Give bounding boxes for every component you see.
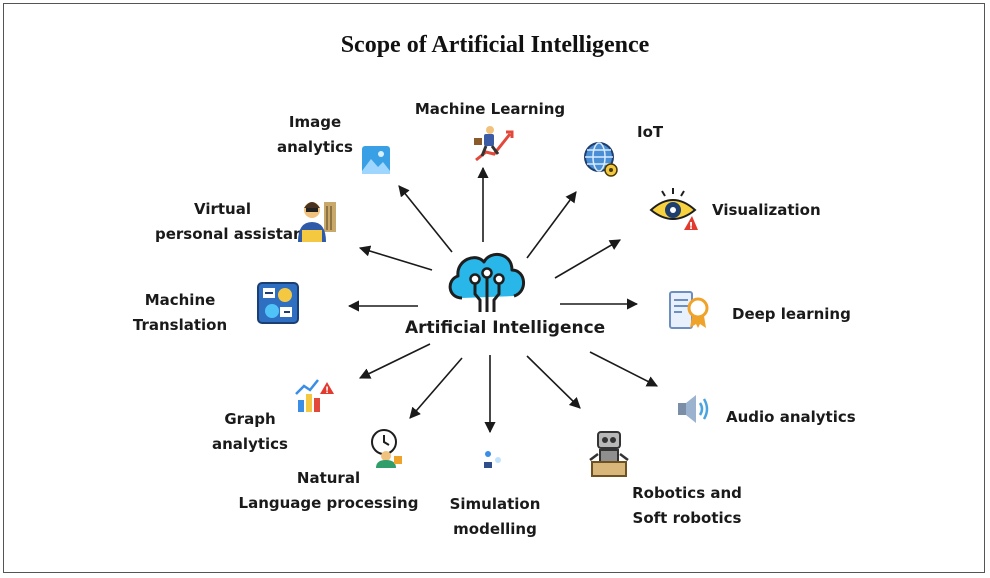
eye-warning-icon: ! (649, 188, 698, 232)
label-virtual-assistant: Virtual personal assistant (155, 200, 311, 243)
clock-person-icon (371, 429, 402, 468)
arrow-nlp (409, 357, 463, 419)
cloud-network-icon (448, 253, 525, 312)
image-icon (362, 146, 390, 174)
label-deep-learning: Deep learning (732, 305, 851, 323)
label-iot: IoT (637, 123, 664, 141)
climbing-person-icon (474, 126, 514, 162)
label-robotics: Robotics and Soft robotics (632, 484, 742, 527)
svg-text:!: ! (325, 386, 329, 396)
svg-text:!: ! (689, 221, 694, 232)
certificate-icon (669, 291, 709, 329)
robot-icon (589, 431, 629, 477)
arrow-robotics (526, 355, 581, 409)
center-label: Artificial Intelligence (405, 318, 606, 338)
label-machine-learning: Machine Learning (414, 100, 566, 118)
label-audio-analytics: Audio analytics (726, 408, 856, 426)
arrow-visualization (554, 239, 621, 279)
label-nlp: Natural Language processing (238, 469, 419, 512)
speaker-icon (678, 395, 709, 423)
simulation-icon (484, 451, 501, 468)
translation-board-icon (257, 282, 299, 324)
arrow-iot (526, 191, 577, 259)
arrow-image-analytics (398, 185, 453, 253)
globe-icon (584, 142, 618, 177)
label-graph-analytics: Graph analytics (212, 410, 288, 453)
label-simulation: Simulation modelling (449, 495, 541, 538)
label-machine-translation: Machine Translation (132, 291, 228, 334)
arrow-virtual-assistant (358, 245, 433, 271)
label-image-analytics: Image analytics (277, 113, 353, 156)
diagram-title: Scope of Artificial Intelligence (340, 32, 650, 58)
assistant-person-icon (298, 202, 336, 242)
arrow-graph-analytics (358, 343, 431, 379)
bar-chart-warning-icon: ! (295, 379, 334, 412)
arrow-audio-analytics (589, 351, 658, 387)
label-visualization: Visualization (712, 201, 821, 219)
